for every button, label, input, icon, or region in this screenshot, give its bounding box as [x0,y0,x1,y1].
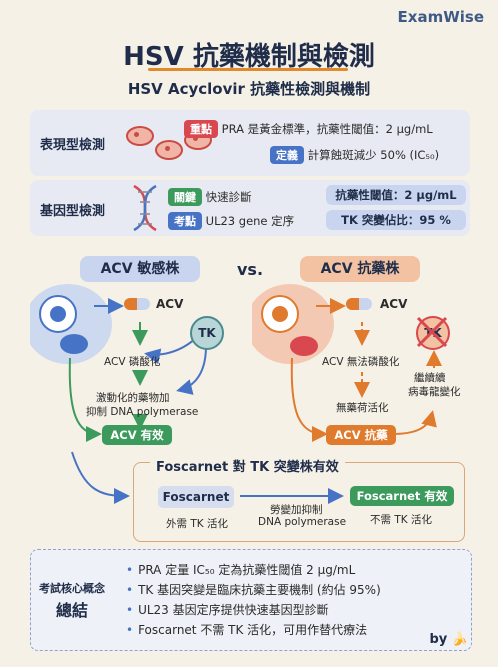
page-subtitle: HSV Acyclovir 抗藥性檢測與機制 [127,80,371,98]
foscarnet-title: Foscarnet 對 TK 突變株有效 [150,456,345,475]
resistant-side-note-1: 繼續續 [414,372,446,384]
genotype-key-text: 快速診斷 [205,190,252,204]
phenotype-point-text: PRA 是黃金標準，抗藥性閾值：2 µg/mL [221,122,433,136]
cross-mark-icon [416,316,448,348]
foscarnet-note-right: 不需 TK 活化 [370,514,432,526]
page-title: HSV 抗藥機制與檢測 [123,42,375,72]
sensitive-header: ACV 敏感株 [80,256,200,282]
tag-key: 關鍵 [168,188,202,206]
summary-head-2: 總結 [55,601,88,620]
genotype-label: 基因型檢測 [40,204,106,219]
phenotype-panel [30,110,470,176]
vs-label: vs. [237,260,264,279]
tag-key-point: 重點 [184,120,218,138]
brand-logo: ExamWise [397,8,484,26]
resistant-step-no-phosphorylation: ACV 無法磷酸化 [322,356,400,368]
genotype-key: 關鍵 快速診斷 [168,188,252,206]
tag-definition: 定義 [270,146,304,164]
byline-text: by [429,632,448,647]
summary-head-1: 考試核心概念 [39,582,105,595]
sensitive-acv-label: ACV [156,297,184,311]
dna-icon [133,184,157,232]
byline: by 🍌 [430,632,469,647]
resistant-side-note-2: 病毒龍變化 [408,386,461,398]
foscarnet-mid-2: DNA polymerase [258,516,347,528]
title-underline [148,68,348,71]
summary-bullet: Foscarnet 不需 TK 活化，可用作替代療法 [126,621,367,638]
resistant-diagram [252,284,442,442]
genotype-exam: 考點 UL23 gene 定序 [168,212,294,230]
foscarnet-effective-badge: Foscarnet 有效 [350,486,454,506]
foscarnet-drug-box: Foscarnet [158,486,234,508]
sensitive-step-activated: 激動化的藥物加 [96,392,170,404]
sensitive-diagram [30,284,207,442]
banana-icon: 🍌 [451,632,468,647]
sensitive-step-inhibit: 抑制 DNA polymerase [86,406,199,418]
acv-pill-icon [124,298,150,310]
phenotype-label: 表現型檢測 [40,138,106,153]
acv-resistant-badge: ACV 抗藥 [326,425,396,445]
acv-effective-badge: ACV 有效 [102,425,172,445]
foscarnet-mid-1: 勞變加抑制 [270,504,323,516]
resistant-acv-pill-icon [346,298,372,310]
phenotype-point: 重點 PRA 是黃金標準，抗藥性閾值：2 µg/mL [184,120,433,138]
threshold-pill: 抗藥性閾值：2 µg/mL [326,185,466,205]
resistant-step-no-activation: 無藥荷活化 [336,402,389,414]
summary-bullet: TK 基因突變是臨床抗藥主要機制 (約佔 95%) [126,581,381,598]
tag-exam-point: 考點 [168,212,202,230]
foscarnet-note-left: 外需 TK 活化 [166,518,228,530]
tk-mutation-pill: TK 突變佔比：95 % [326,210,466,230]
resistant-header: ACV 抗藥株 [300,256,420,282]
phenotype-definition-text: 計算蝕斑減少 50% (IC₅₀) [307,148,440,162]
sensitive-step-phosphorylation: ACV 磷酸化 [104,356,161,368]
resistant-acv-label: ACV [380,297,408,311]
phenotype-definition: 定義 計算蝕斑減少 50% (IC₅₀) [270,146,439,164]
genotype-exam-text: UL23 gene 定序 [205,214,295,228]
tk-enzyme-icon: TK [190,316,224,350]
summary-bullet: UL23 基因定序提供快速基因型診斷 [126,601,329,618]
summary-bullet: PRA 定量 IC₅₀ 定為抗藥性閾值 2 µg/mL [126,561,355,578]
tk-label: TK [198,326,216,340]
